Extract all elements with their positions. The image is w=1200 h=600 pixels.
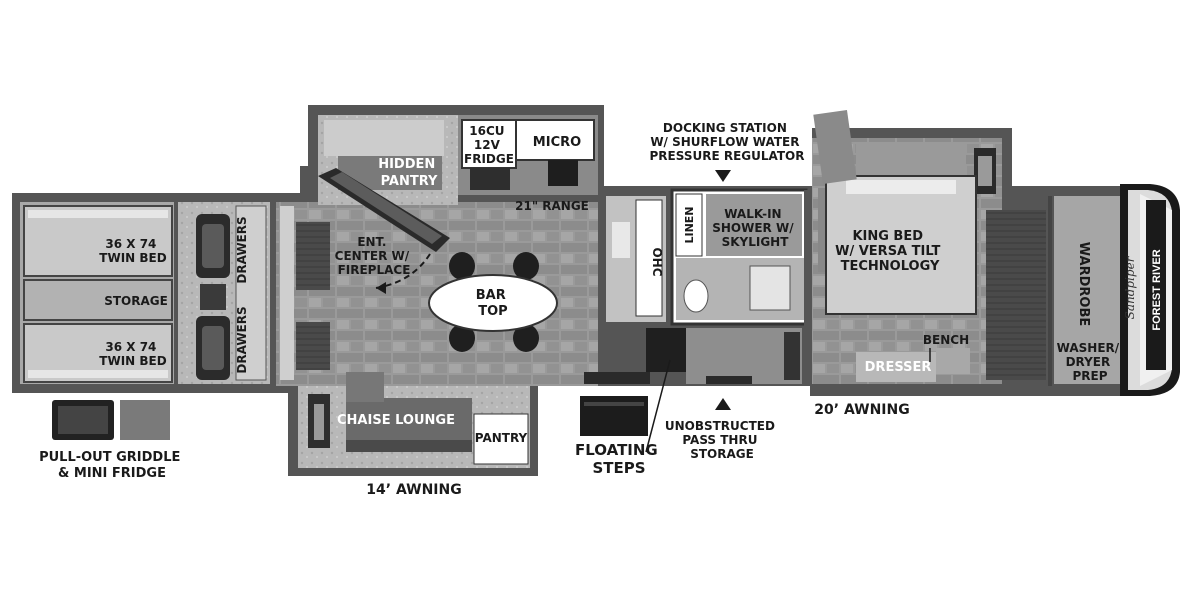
- bar-stools: [449, 252, 539, 352]
- range-label: 21" RANGE: [515, 199, 589, 213]
- docking-arrow-icon: [715, 170, 731, 182]
- king-bed: [825, 175, 977, 315]
- linen-closet: [675, 193, 703, 257]
- model-script: Sandpiper: [1123, 255, 1137, 319]
- ent-center-label: ENT. CENTER W/ FIREPLACE: [335, 235, 414, 277]
- micro-label: MICRO: [533, 135, 581, 150]
- walk-in-shower: [706, 194, 802, 256]
- storage-area: [23, 279, 173, 321]
- mini-fridge: [120, 400, 170, 440]
- door-entry: [646, 328, 686, 372]
- overhead-cabinet: [635, 199, 663, 317]
- ohc-label: OHC: [650, 247, 664, 276]
- awning-14-label: 14’ AWNING: [366, 482, 461, 498]
- bench: [936, 348, 970, 374]
- drawers-bottom-label: DRAWERS: [235, 306, 249, 373]
- swing-arc: [375, 253, 431, 289]
- chaise-lounge-label: CHAISE LOUNGE: [337, 413, 455, 428]
- docking-station-label: DOCKING STATION W/ SHURFLOW WATER PRESSU…: [650, 121, 805, 163]
- bar-top-label: BAR TOP: [476, 288, 511, 319]
- drawers-top-label: DRAWERS: [235, 216, 249, 283]
- dresser-label: DRESSER: [865, 360, 932, 375]
- hall-storage: [686, 328, 802, 384]
- bar-top: [428, 274, 558, 332]
- storage-label: STORAGE: [104, 294, 168, 308]
- wardrobe-area: [1054, 196, 1120, 384]
- linen-label: LINEN: [683, 206, 696, 243]
- range-cooktop: [548, 160, 578, 186]
- pass-thru-storage-label: UNOBSTRUCTED PASS THRU STORAGE: [665, 419, 779, 461]
- brand-text: FOREST RIVER: [1151, 249, 1163, 330]
- pullout-label: PULL-OUT GRIDDLE & MINI FRIDGE: [39, 450, 185, 481]
- awning-20-label: 20’ AWNING: [814, 402, 909, 418]
- storage-arrow-icon: [715, 398, 731, 410]
- recliner-bottom: [296, 322, 330, 370]
- wardrobe-label: WARDROBE: [1076, 242, 1091, 326]
- floating-steps-label: FLOATING STEPS: [575, 441, 663, 477]
- chaise-lounge: [346, 398, 472, 448]
- dresser: [856, 352, 936, 382]
- brand-logo: FOREST RIVER Sandpiper: [1123, 200, 1166, 370]
- twin-bed-bottom-label: 36 X 74 TWIN BED: [99, 340, 166, 368]
- hidden-pantry-label: HIDDEN PANTRY: [378, 157, 440, 189]
- king-bed-label: KING BED W/ VERSA TILT TECHNOLOGY: [835, 229, 945, 274]
- pantry-cabinet: [473, 413, 529, 465]
- recliner-top: [296, 222, 330, 290]
- washer-dryer-label: WASHER/ DRYER PREP: [1057, 341, 1124, 383]
- fridge-label: 16CU 12V FRIDGE: [464, 124, 514, 166]
- pantry-label: PANTRY: [475, 431, 528, 445]
- twin-bed-top-label: 36 X 74 TWIN BED: [99, 237, 166, 265]
- floating-steps-leader: [645, 359, 671, 453]
- walk-in-shower-label: WALK-IN SHOWER W/ SKYLIGHT: [712, 207, 798, 249]
- microwave: [515, 119, 595, 161]
- bench-label: BENCH: [923, 333, 969, 347]
- bedroom-wardrobe-cabinets: [986, 210, 1046, 380]
